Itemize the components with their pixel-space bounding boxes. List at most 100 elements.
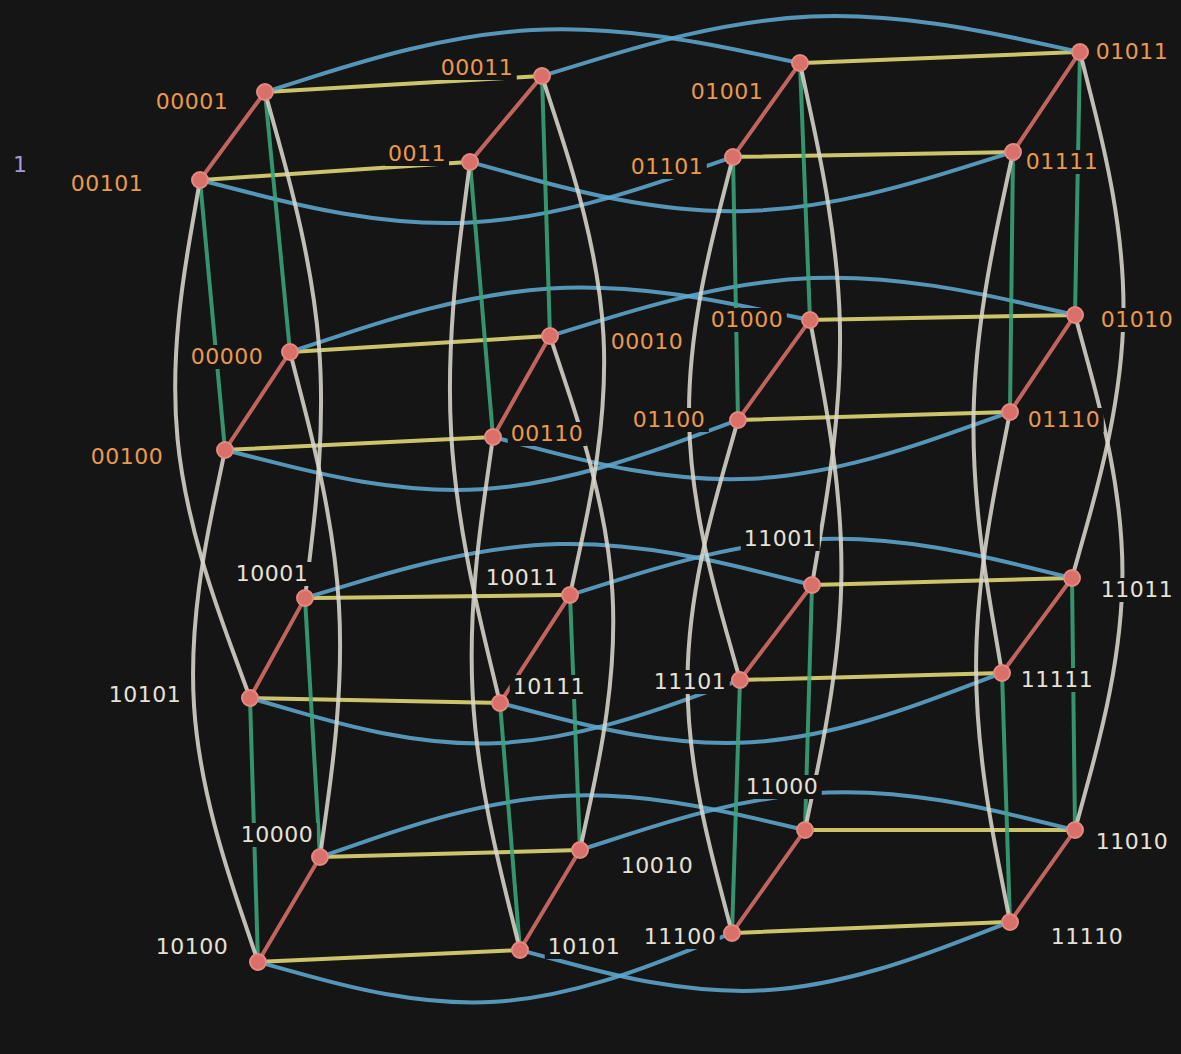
hypercube-edge [471, 171, 493, 428]
vertex-label: 00000 [188, 345, 267, 369]
hypercube-edge [570, 604, 579, 841]
vertex-dot: 10100 [249, 953, 267, 971]
hypercube-edge [802, 72, 840, 576]
hypercube-edge [1077, 324, 1122, 822]
hypercube-edge [306, 607, 320, 848]
vertex-dot: 01010 [1066, 306, 1084, 324]
hypercube-edge [230, 360, 285, 443]
vertex-dot: 10001 [296, 589, 314, 607]
hypercube-edge [732, 689, 739, 924]
edge-group [175, 16, 1123, 1002]
vertex-dot: 11110 [1001, 913, 1019, 931]
vertex-label: 11110 [1048, 925, 1127, 949]
vertex-label: 10101 [106, 683, 185, 707]
vertex-dot: 01000 [801, 311, 819, 329]
hypercube-edge [741, 922, 1001, 932]
vertex-dot: 01111 [1004, 143, 1022, 161]
vertex-label: 10000 [238, 823, 317, 847]
vertex-dot: 00101 [191, 171, 209, 189]
hypercube-edge [267, 950, 511, 961]
vertex-label: 01000 [708, 308, 787, 332]
hypercube-edge [292, 361, 340, 848]
hypercube-edge [529, 925, 1002, 991]
vertex-dot: 11111 [993, 664, 1011, 682]
vertex-label: 10101 [545, 935, 624, 959]
hypercube-edge [329, 850, 571, 857]
vertex-dot: 10011 [561, 586, 579, 604]
hypercube-edge [809, 52, 1071, 62]
hypercube-edge [1072, 587, 1075, 821]
hypercube-edge [1010, 161, 1013, 403]
hypercube-edge [1007, 585, 1066, 666]
vertex-label: 01011 [1093, 40, 1172, 64]
vertex-dot: 0011 [461, 153, 479, 171]
vertex-dot: 11011 [1063, 569, 1081, 587]
vertex-label: 00001 [153, 90, 232, 114]
hypercube-edge [742, 152, 1004, 157]
vertex-label: 01110 [1025, 408, 1104, 432]
vertex-label: 10111 [510, 675, 589, 699]
vertex-dot: 01110 [1001, 403, 1019, 421]
margin-mark: 1 [10, 153, 30, 177]
vertex-dot: 01101 [724, 148, 742, 166]
vertex-label: 10011 [483, 566, 562, 590]
hypercube-edge [525, 858, 576, 943]
hypercube-edge [314, 595, 561, 598]
vertex-label: 01010 [1098, 308, 1177, 332]
vertex-dot: 10101 [241, 689, 259, 707]
vertex-label: 00110 [508, 422, 587, 446]
vertex-label: 01111 [1023, 150, 1102, 174]
hypercube-edge [1075, 61, 1080, 306]
hypercube-edge [551, 16, 1072, 73]
hypercube-edge [821, 578, 1063, 585]
hypercube-edge [502, 415, 1002, 479]
hypercube-edge [476, 83, 536, 155]
vertex-label: 11001 [741, 527, 820, 551]
vertex-dot: 11010 [1066, 821, 1084, 839]
vertex-label: 11011 [1098, 578, 1177, 602]
vertex-dot: 10111 [491, 694, 509, 712]
vertex-label: 10100 [153, 935, 232, 959]
vertex-label: 00010 [608, 330, 687, 354]
vertex-dot: 00011 [533, 67, 551, 85]
vertex-dot: 00000 [281, 343, 299, 361]
vertex-label: 00101 [68, 172, 147, 196]
vertex-label: 10010 [618, 854, 697, 878]
vertex-label: 11100 [641, 925, 720, 949]
vertex-label: 10001 [233, 562, 312, 586]
vertex-dot: 01001 [791, 54, 809, 72]
vertex-dot: 01100 [729, 411, 747, 429]
vertex-label: 11111 [1018, 668, 1097, 692]
hypercube-edge [737, 837, 800, 925]
hypercube-edge [749, 673, 993, 680]
hypercube-edge [745, 592, 806, 673]
hypercube-edge [175, 189, 247, 690]
hypercube-edge [733, 166, 738, 411]
hypercube-edge [814, 828, 1066, 832]
hypercube-edge [542, 85, 549, 327]
vertex-label: 01101 [628, 155, 707, 179]
hypercube-edge [559, 278, 1067, 334]
vertex-dot: 10101 [511, 941, 529, 959]
hypercube-edge [819, 315, 1066, 320]
hypercube-edge [263, 865, 316, 955]
vertex-dot: 00010 [541, 327, 559, 345]
hypercube-edge [497, 344, 545, 429]
hypercube-edge [1015, 322, 1070, 404]
hypercube-edge [267, 101, 321, 589]
hypercube-edge [553, 345, 613, 842]
vertex-dot: 11101 [731, 671, 749, 689]
vertex-dot: 11001 [803, 576, 821, 594]
hypercube-edge [234, 437, 484, 449]
vertex-dot: 00110 [484, 428, 502, 446]
vertex-label: 01001 [688, 80, 767, 104]
vertex-label: 00100 [88, 445, 167, 469]
vertex-dot: 01011 [1071, 43, 1089, 61]
hypercube-edge [329, 795, 797, 854]
vertex-dot: 10000 [311, 848, 329, 866]
hypercube-edge [1018, 59, 1075, 144]
vertex-label: 11000 [743, 775, 822, 799]
